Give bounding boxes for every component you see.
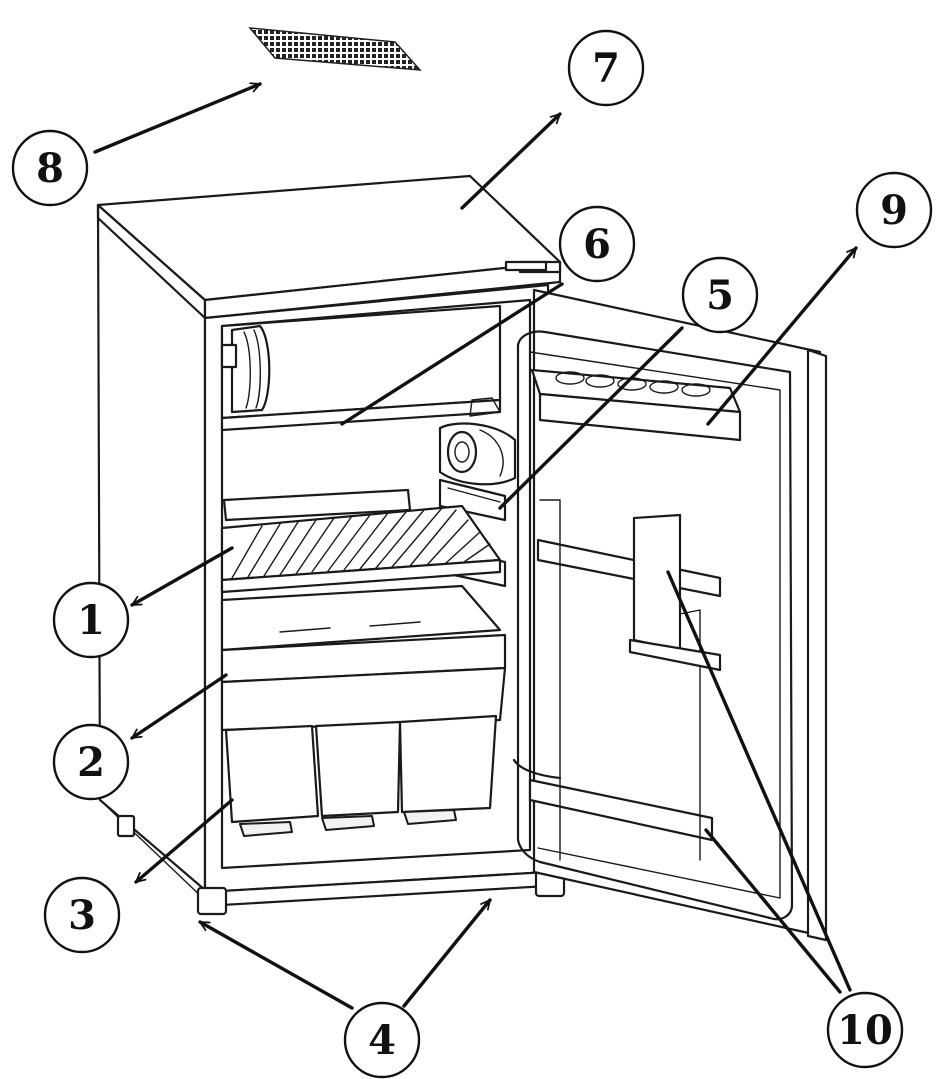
svg-text:4: 4 (368, 1017, 396, 1064)
freezer-compartment (220, 304, 502, 432)
leader-8 (93, 82, 262, 154)
leader-4b (402, 898, 492, 1008)
callout-5: 5 (681, 256, 759, 334)
leader-4a (198, 920, 354, 1010)
leader-3 (134, 798, 234, 884)
svg-text:2: 2 (77, 739, 105, 786)
callout-6: 6 (558, 205, 636, 283)
svg-text:9: 9 (880, 187, 908, 234)
leader-7 (460, 112, 562, 210)
wire-shelf (220, 488, 502, 594)
svg-text:6: 6 (583, 221, 611, 268)
callout-10: 10 (826, 991, 904, 1069)
leader-9 (706, 246, 858, 426)
svg-text:5: 5 (706, 272, 734, 319)
callout-7: 7 (567, 29, 645, 107)
leader-lines (93, 82, 858, 1010)
leader-1 (130, 546, 234, 607)
svg-text:1: 1 (77, 597, 105, 644)
ice-tray (248, 27, 422, 71)
svg-text:7: 7 (592, 45, 620, 92)
callout-4: 4 (343, 1001, 421, 1079)
thermostat-knob (438, 422, 517, 486)
svg-text:10: 10 (837, 1007, 893, 1054)
leader-10a (666, 570, 852, 992)
callout-1: 1 (52, 581, 130, 659)
crisper-cover (220, 584, 507, 684)
leader-10b (704, 828, 842, 994)
callout-8: 8 (11, 129, 89, 207)
callout-9: 9 (855, 171, 933, 249)
crisper-drawer (220, 666, 507, 837)
leader-2 (130, 673, 228, 740)
callout-2: 2 (52, 723, 130, 801)
shelf-wires (231, 507, 491, 579)
leveling-feet (116, 814, 566, 916)
open-door (512, 288, 828, 942)
svg-text:8: 8 (36, 145, 64, 192)
leader-6 (340, 282, 564, 426)
svg-text:3: 3 (68, 892, 96, 939)
leader-5 (498, 326, 684, 510)
callout-3: 3 (43, 876, 121, 954)
